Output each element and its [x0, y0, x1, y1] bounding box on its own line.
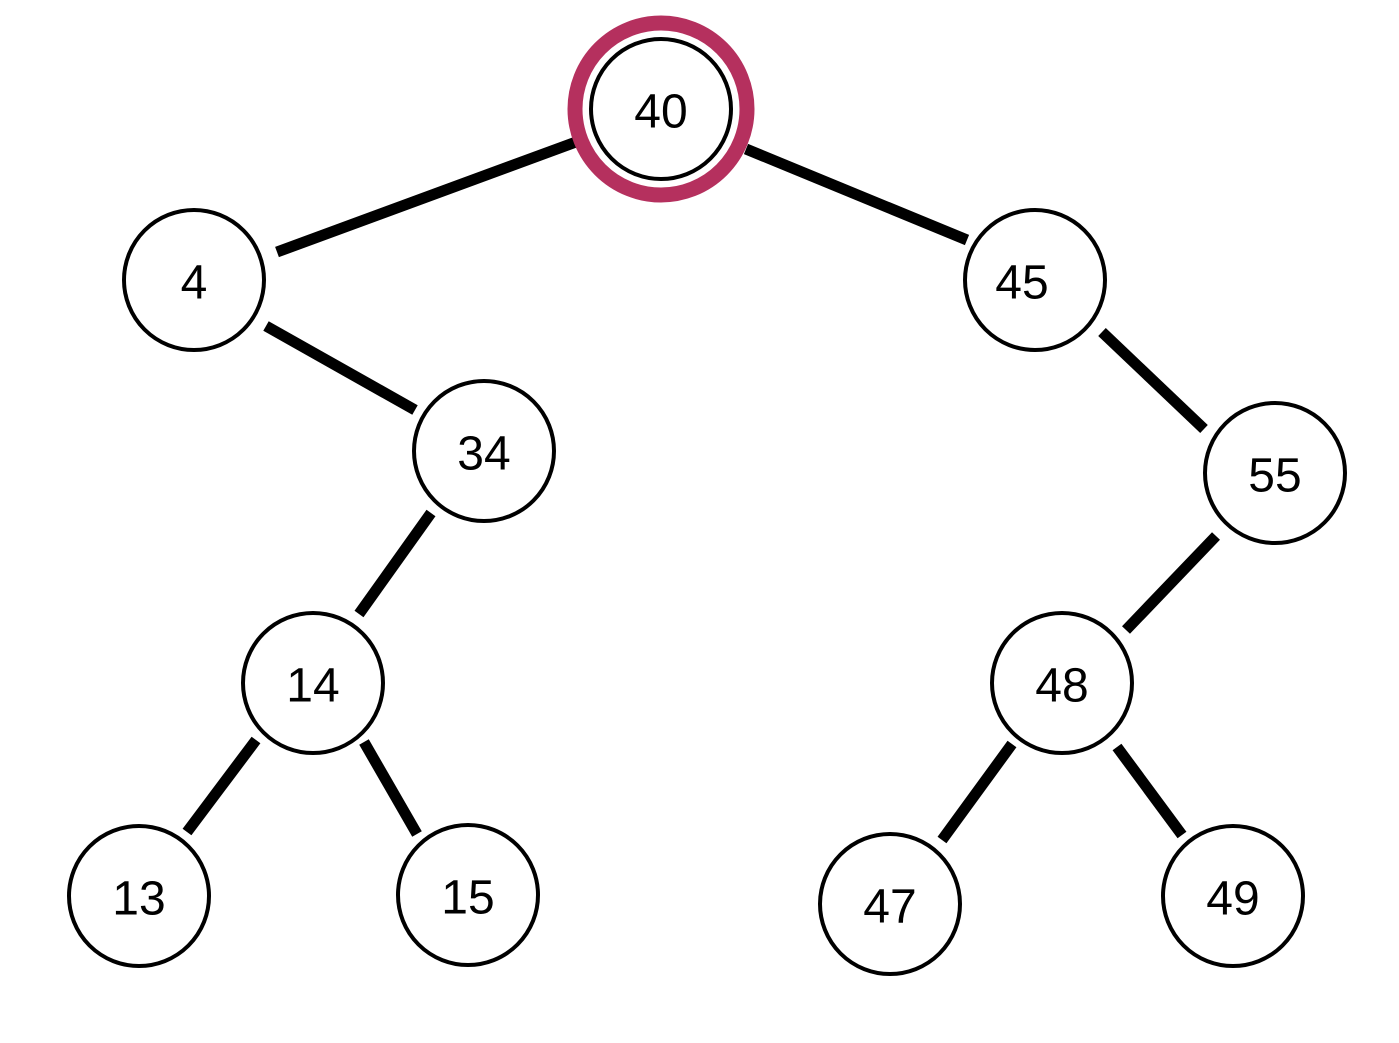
node-circle: [67, 824, 211, 968]
node-circle: [396, 823, 540, 967]
node-label: 40: [634, 86, 687, 139]
tree-node-47: 47: [818, 832, 962, 976]
tree-edges: [182, 136, 1220, 844]
tree-node-55: 55: [1203, 401, 1347, 545]
node-circle: [241, 611, 385, 755]
edge-34-14: [354, 509, 436, 618]
edge-48-49: [1112, 743, 1187, 839]
node-circle: [122, 208, 266, 352]
node-label: 34: [457, 428, 510, 481]
edge-40-4: [275, 136, 578, 258]
tree-node-13: 13: [67, 824, 211, 968]
edge-4-34: [263, 321, 418, 415]
edge-45-55: [1098, 328, 1208, 433]
tree-node-14: 14: [241, 611, 385, 755]
tree-node-40: 40: [589, 37, 733, 181]
node-circle: [990, 611, 1134, 755]
tree-node-49: 49: [1161, 824, 1305, 968]
node-label: 55: [1248, 450, 1301, 503]
node-label: 14: [286, 660, 339, 713]
root-highlight-ring: [567, 15, 755, 203]
edge-14-13: [182, 736, 261, 836]
node-circle: [412, 379, 556, 523]
node-label: 13: [112, 873, 165, 926]
edge-14-15: [359, 739, 422, 837]
node-label: 49: [1206, 873, 1259, 926]
edge-40-45: [743, 143, 970, 246]
node-label: 48: [1035, 660, 1088, 713]
node-circle: [589, 37, 733, 181]
node-label: 15: [441, 872, 494, 925]
node-label: 47: [863, 881, 916, 934]
node-circle: [1203, 401, 1347, 545]
node-circle: [818, 832, 962, 976]
node-circle: [1161, 824, 1305, 968]
tree-node-4: 4: [122, 208, 266, 352]
edge-55-48: [1122, 532, 1220, 634]
tree-node-15: 15: [396, 823, 540, 967]
tree-node-45: 45: [963, 208, 1107, 352]
node-label: 4: [181, 257, 208, 310]
tree-node-48: 48: [990, 611, 1134, 755]
tree-node-34: 34: [412, 379, 556, 523]
edge-48-47: [937, 740, 1017, 844]
node-circle: [963, 208, 1107, 352]
node-label: 45: [995, 257, 1048, 310]
